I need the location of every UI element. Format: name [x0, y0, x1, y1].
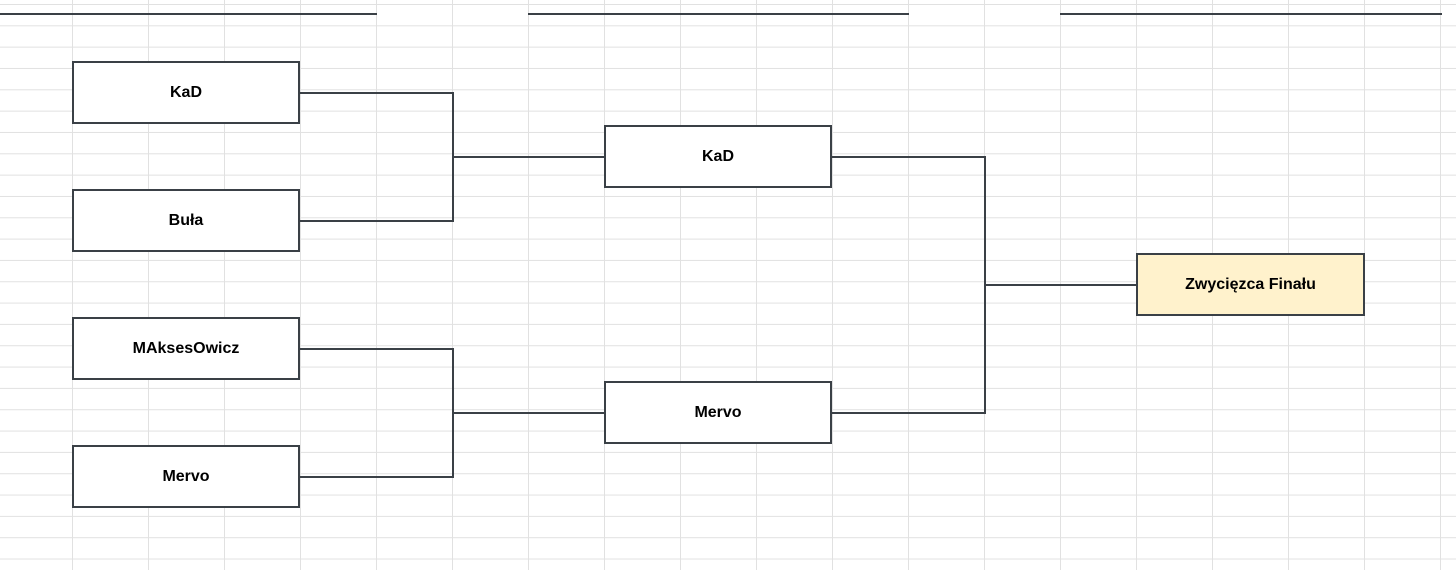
round1-cell-3[interactable]: MAksesOwicz	[72, 317, 300, 380]
final-header-line	[1060, 13, 1442, 15]
round1-header-line	[0, 13, 377, 15]
final-winner-cell[interactable]: Zwycięzca Finału	[1136, 253, 1365, 316]
round1-cell-1[interactable]: KaD	[72, 61, 300, 124]
connector-sf-1-out	[832, 156, 986, 158]
connector-r1-4-out	[300, 476, 454, 478]
connector-r1-1-out	[300, 92, 454, 94]
semifinal-cell-2[interactable]: Mervo	[604, 381, 832, 444]
connector-top-to-semifinal	[452, 156, 604, 158]
connector-r1-2-out	[300, 220, 454, 222]
round1-cell-2[interactable]: Buła	[72, 189, 300, 252]
semifinal-cell-1[interactable]: KaD	[604, 125, 832, 188]
connector-to-final	[984, 284, 1136, 286]
round1-cell-4[interactable]: Mervo	[72, 445, 300, 508]
connector-bottom-to-semifinal	[452, 412, 604, 414]
connector-sf-2-out	[832, 412, 986, 414]
semifinal-header-line	[528, 13, 909, 15]
connector-r1-3-out	[300, 348, 454, 350]
